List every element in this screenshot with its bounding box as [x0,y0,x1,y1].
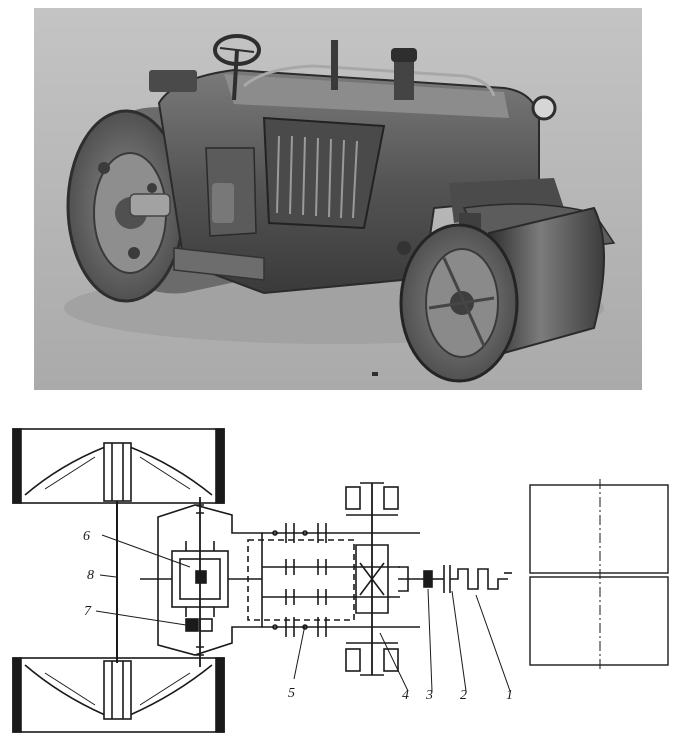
brake [185,618,213,632]
headlamp [531,95,557,121]
callout-5: 5 [288,686,295,701]
differential [140,541,262,617]
callout-3: 3 [425,688,433,703]
transmission-kinematic-diagram: 6 8 7 5 4 3 2 1 [0,405,694,746]
rear-drum-top [12,428,225,504]
callout-7: 7 [84,604,92,619]
engine-block-top [529,484,669,574]
foot-step [173,247,265,281]
rear-drum-bottom [12,657,225,733]
body-bolt [397,241,411,255]
gearbox [247,523,420,637]
reversing-mechanism [345,482,425,676]
kinematic-scheme: 6 8 7 5 4 3 2 1 [12,428,669,733]
final-drive-housing [157,504,263,656]
callout-8: 8 [87,568,94,583]
engine-hood [157,64,540,295]
callout-2: 2 [460,688,467,703]
callout-6: 6 [83,529,90,544]
leader-lines [95,534,511,692]
filler-cap [391,48,417,100]
engine-crankshaft [443,565,512,593]
operator-seat [149,70,197,92]
engine-block-bottom [529,576,669,666]
front-roller [399,178,616,383]
road-roller-illustration [34,8,642,390]
callout-4: 4 [402,688,409,703]
exhaust-pipe [331,40,338,90]
road-roller-photo [34,8,642,390]
callout-1: 1 [506,688,513,703]
steering-wheel [213,34,261,101]
clutch [423,570,444,588]
